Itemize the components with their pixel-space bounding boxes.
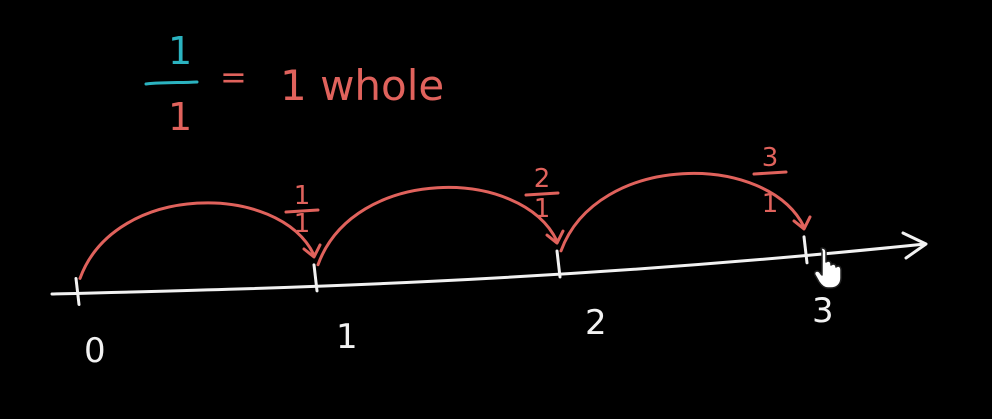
- hop-arc-0-to-1: [78, 201, 316, 280]
- hop-fraction-denominator-1: 1: [294, 209, 311, 239]
- equation-equals-sign: =: [220, 58, 247, 96]
- header-equation: 1 1 = 1 whole: [144, 29, 444, 139]
- hop-arc-1-to-2: [316, 185, 559, 267]
- hop-fraction-bar-1: [284, 208, 320, 214]
- hop-fraction-bar-3: [752, 170, 788, 176]
- hop-arrowhead-1: [302, 243, 322, 259]
- tick-label-3: 3: [812, 291, 834, 331]
- equation-fraction-bar: [144, 80, 199, 86]
- tick-label-1: 1: [336, 317, 358, 357]
- hop-arrowhead-2: [545, 229, 565, 245]
- tick-mark-3: [802, 235, 809, 265]
- hop-arc-2-to-3: [559, 171, 806, 253]
- tick-mark-1: [312, 263, 319, 293]
- number-line-hops: [78, 171, 812, 280]
- hop-fraction-numerator-1: 1: [294, 181, 311, 211]
- hop-fraction-numerator-3: 3: [762, 143, 779, 173]
- number-line-ticks: [74, 235, 809, 307]
- tick-label-0: 0: [84, 331, 106, 371]
- number-line-axis: [50, 242, 927, 296]
- tick-mark-0: [74, 277, 81, 307]
- hop-arrowhead-3: [792, 215, 812, 231]
- hop-fraction-denominator-3: 1: [762, 189, 779, 219]
- equation-numerator: 1: [168, 29, 192, 73]
- hop-fraction-denominator-2: 1: [534, 194, 551, 224]
- hand-pointer-icon: [813, 247, 842, 289]
- number-line-arrowhead: [901, 231, 928, 260]
- equation-rhs-text: 1 whole: [280, 61, 444, 110]
- number-line: 0 1 2 3: [50, 231, 928, 371]
- tick-label-2: 2: [585, 303, 607, 343]
- hop-fraction-numerator-2: 2: [534, 164, 551, 194]
- number-line-tick-labels: 0 1 2 3: [84, 291, 834, 371]
- tick-mark-2: [555, 249, 562, 279]
- equation-denominator: 1: [168, 95, 192, 139]
- hop-fraction-bar-2: [524, 191, 560, 197]
